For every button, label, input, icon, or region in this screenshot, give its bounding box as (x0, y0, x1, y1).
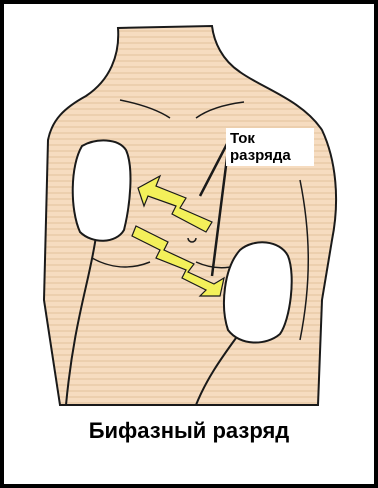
current-label-line1: Ток (230, 130, 310, 147)
current-label-line2: разряда (230, 147, 310, 164)
diagram-caption: Бифазный разряд (0, 418, 378, 444)
current-label: Ток разряда (226, 128, 314, 166)
defibrillator-pad-right (224, 242, 292, 342)
defibrillator-pad-left (73, 140, 131, 240)
